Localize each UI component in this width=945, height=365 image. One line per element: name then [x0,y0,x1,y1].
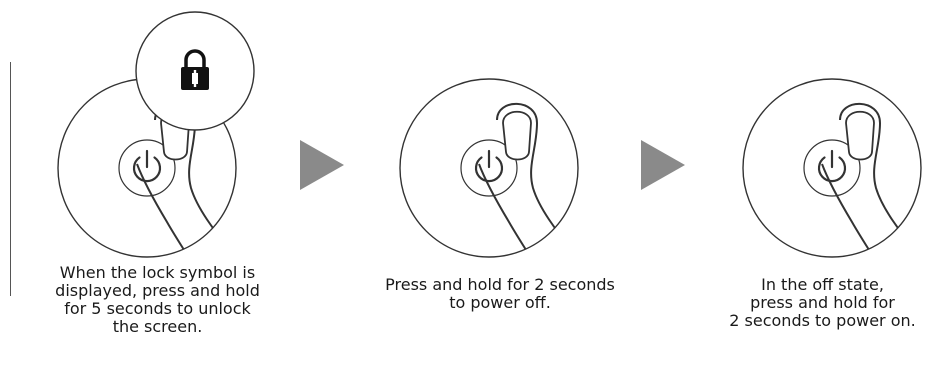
caption-line: In the off state, [700,276,945,294]
step-3-caption: In the off state, press and hold for 2 s… [700,276,945,330]
caption-line: displayed, press and hold [20,282,295,300]
caption-line: Press and hold for 2 seconds [350,276,650,294]
step-1-caption: When the lock symbol is displayed, press… [20,264,295,336]
step-1-illustration [58,12,254,258]
arrow-right-icon [300,140,344,190]
step-3-illustration [743,79,921,258]
step-2-caption: Press and hold for 2 seconds to power of… [350,276,650,312]
caption-line: 2 seconds to power on. [700,312,945,330]
step-2-illustration [400,79,578,258]
caption-line: the screen. [20,318,295,336]
caption-line: for 5 seconds to unlock [20,300,295,318]
caption-line: to power off. [350,294,650,312]
arrow-right-icon [641,140,685,190]
caption-line: press and hold for [700,294,945,312]
caption-line: When the lock symbol is [20,264,295,282]
